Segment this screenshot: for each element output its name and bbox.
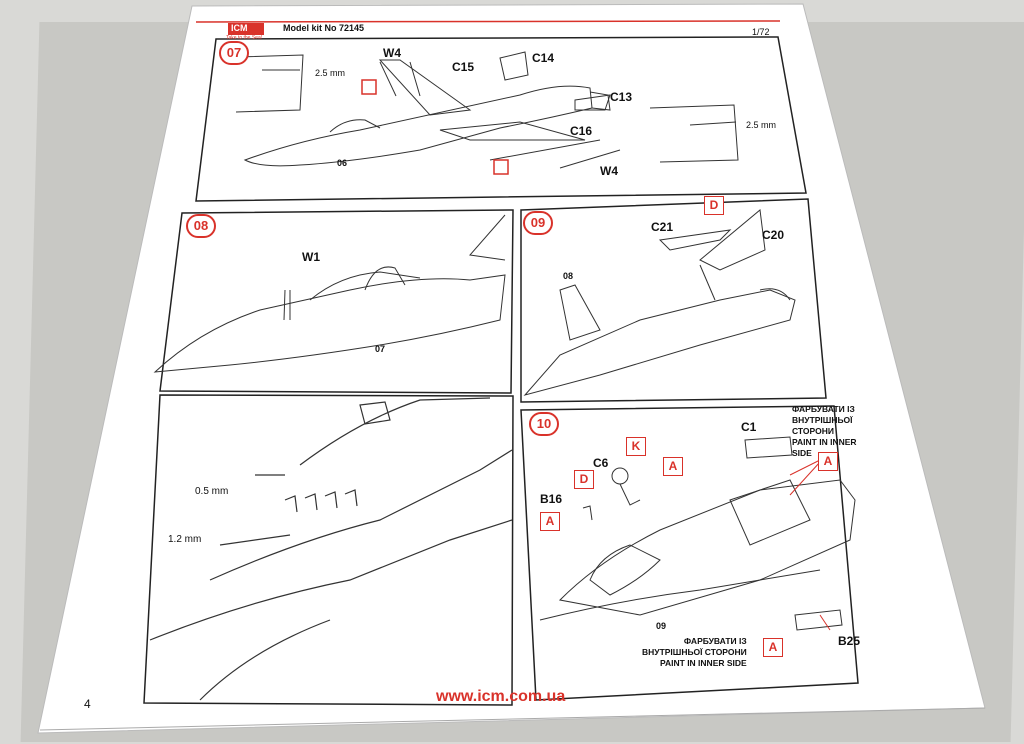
step-08-number: 08 bbox=[186, 214, 216, 238]
logo-text: ICM bbox=[231, 23, 248, 33]
paint-note-line: SIDE bbox=[792, 448, 812, 458]
step-07-number: 07 bbox=[219, 41, 249, 65]
paint-code-box: A bbox=[540, 512, 560, 531]
paint-note-line: ФАРБУВАТИ ІЗ bbox=[683, 636, 747, 646]
glue-marker-2 bbox=[493, 159, 509, 175]
dimension-label: 2.5 mm bbox=[746, 120, 777, 130]
page-number: 4 bbox=[84, 697, 91, 711]
part-label: B16 bbox=[540, 492, 563, 506]
step-09-number: 09 bbox=[523, 211, 553, 235]
paint-note-line: PAINT IN INNER bbox=[792, 437, 857, 447]
header-rule bbox=[195, 20, 781, 23]
part-label: C14 bbox=[532, 51, 555, 65]
paint-code-box: A bbox=[763, 638, 783, 657]
part-label: C16 bbox=[570, 124, 593, 138]
dimension-label: 2.5 mm bbox=[315, 68, 346, 78]
dimension-label: 1.2 mm bbox=[168, 534, 202, 545]
paint-note-bottom: ФАРБУВАТИ ІЗ ВНУТРІШНЬОЇ СТОРОНИ PAINT I… bbox=[642, 636, 747, 669]
part-label: W4 bbox=[600, 164, 618, 178]
paint-note-line: ВНУТРІШНЬОЇ bbox=[792, 415, 853, 425]
paint-code-box: D bbox=[704, 196, 724, 215]
paint-code-box: K bbox=[626, 437, 646, 456]
step08-aircraft bbox=[153, 214, 506, 373]
glue-marker-1 bbox=[361, 79, 377, 95]
panel-10 bbox=[520, 405, 859, 701]
paint-code-box: A bbox=[818, 452, 838, 471]
step08-detail bbox=[149, 397, 513, 701]
subassembly-ref: 06 bbox=[337, 158, 348, 168]
step10-aircraft bbox=[539, 436, 856, 631]
paint-note-line: СТОРОНИ bbox=[792, 426, 834, 436]
paint-note-line: ФАРБУВАТИ ІЗ bbox=[792, 404, 855, 414]
subassembly-ref: 07 bbox=[375, 344, 386, 354]
kit-number: Model kit No 72145 bbox=[283, 23, 365, 33]
step07-insets bbox=[235, 54, 739, 163]
panel-08 bbox=[159, 209, 514, 394]
panel-07 bbox=[195, 36, 807, 202]
subassembly-ref: 08 bbox=[563, 271, 574, 281]
part-label: B25 bbox=[838, 634, 861, 648]
website-link: www.icm.com.ua bbox=[436, 688, 566, 705]
part-label: W4 bbox=[383, 46, 401, 60]
scale: 1/72 bbox=[752, 27, 770, 37]
part-label: C13 bbox=[610, 90, 633, 104]
page-edge bbox=[39, 707, 986, 731]
paint-code-box: A bbox=[663, 457, 683, 476]
panel-08-detail bbox=[143, 394, 514, 706]
paint-arrows bbox=[789, 459, 831, 631]
part-label: C20 bbox=[762, 228, 785, 242]
paint-note-top: ФАРБУВАТИ ІЗ ВНУТРІШНЬОЇ СТОРОНИ PAINT I… bbox=[792, 404, 857, 459]
paint-note-line: PAINT IN INNER SIDE bbox=[659, 658, 747, 668]
paint-note-line: ВНУТРІШНЬОЇ СТОРОНИ bbox=[642, 647, 747, 657]
logo-tagline: Take to the Sea! bbox=[226, 35, 263, 41]
part-label: C21 bbox=[651, 220, 674, 234]
part-label: C6 bbox=[593, 456, 609, 470]
part-label: C1 bbox=[741, 420, 757, 434]
paint-code-box: D bbox=[574, 470, 594, 489]
dimension-label: 0.5 mm bbox=[195, 486, 229, 497]
logo-badge bbox=[228, 23, 264, 35]
part-label: W1 bbox=[302, 250, 320, 264]
step09-aircraft bbox=[523, 209, 796, 396]
subassembly-ref: 09 bbox=[656, 621, 667, 631]
part-label: C15 bbox=[452, 60, 475, 74]
step-10-number: 10 bbox=[529, 412, 559, 436]
step07-aircraft bbox=[243, 51, 621, 169]
